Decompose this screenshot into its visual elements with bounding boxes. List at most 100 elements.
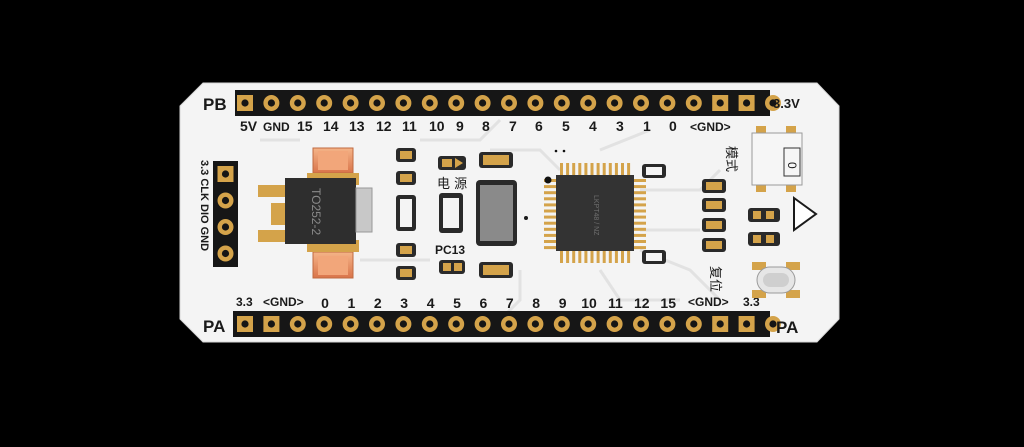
bottom-header-pin[interactable] [765,316,781,332]
top-header-pin-label: 6 [535,118,543,134]
bottom-header-pin-label: 3 [400,295,408,311]
top-header-voltage-label: 3.3V [773,96,800,111]
bottom-header-pin[interactable] [448,316,465,332]
mode-switch[interactable]: 0 [751,126,803,192]
crystal [476,152,528,278]
top-header-pin[interactable] [765,95,781,111]
bottom-header-pin-label: 1 [348,295,356,311]
bottom-header-gnd-left: <GND> [263,295,304,309]
bottom-header-pin-label: 8 [532,295,540,311]
capacitors-right [642,164,780,264]
bottom-header-pin[interactable] [712,316,729,332]
top-header-pin[interactable] [395,95,412,111]
bottom-header-pin[interactable] [369,316,385,332]
bottom-header-pin-label: 4 [427,295,435,311]
bottom-header-pin[interactable] [501,316,517,332]
voltage-regulator: TO252-2 [258,147,373,279]
bottom-header-pin[interactable] [685,316,702,332]
bottom-header-pin-label: 12 [634,295,650,311]
bottom-header-pin[interactable] [633,316,649,332]
top-header-pin-label: 5 [562,118,570,134]
bottom-header-pin[interactable] [606,316,623,332]
bottom-header-pin[interactable] [237,316,253,332]
bottom-header-pin[interactable] [580,316,597,332]
power-led-label: 电 源 [437,177,467,192]
top-header-pin-label: 4 [589,118,597,134]
mcu-marking: LKPT48 / NZ [592,195,599,236]
top-header-name: PB [203,95,227,114]
debug-header-pin[interactable] [217,192,234,209]
bottom-header-pin[interactable] [527,316,544,332]
debug-header-pin[interactable] [217,219,234,235]
top-header-pin-label: 3 [616,118,624,134]
user-led [439,260,465,274]
microcontroller: LKPT48 / NZ [544,149,646,263]
top-header-pin-label: <GND> [690,120,731,134]
debug-header-pin[interactable] [217,245,234,262]
top-header-pin[interactable] [685,95,702,111]
bottom-header-left-label: 3.3 [236,295,253,309]
top-header-pin[interactable] [342,95,359,111]
bottom-header-right-label: 3.3 [743,295,760,309]
top-header-pin-label: 10 [429,118,445,134]
top-header-pin[interactable] [527,95,544,111]
bottom-header-pin-label: 6 [480,295,488,311]
reset-button-label: 复位 [707,266,722,292]
bottom-header-pins [237,316,781,332]
top-header-pin[interactable] [501,95,517,111]
top-header-pin[interactable] [237,95,253,111]
top-header-pin-label: 11 [402,118,417,134]
bottom-header-pin[interactable] [395,316,412,332]
bottom-header-gnd-right: <GND> [688,295,729,309]
top-header-pin-label: 5V [240,118,258,134]
top-header-pin[interactable] [289,95,306,111]
top-header-pin[interactable] [712,95,729,111]
top-header-pin-label: 13 [349,118,365,134]
bottom-header-pin[interactable] [474,316,491,332]
top-header-pin[interactable] [606,95,623,111]
bottom-header-pin-label: 2 [374,295,382,311]
top-header-pin-label: 15 [297,118,313,134]
bottom-header-pin-label: 10 [581,295,597,311]
bottom-header-pin[interactable] [263,316,280,332]
top-header-pin[interactable] [369,95,385,111]
bottom-header-pin-label: 0 [321,295,329,311]
bottom-header-pin[interactable] [553,316,570,332]
switch-position-label: 0 [785,162,799,169]
top-header-pin[interactable] [659,95,676,111]
bottom-header-pin[interactable] [659,316,676,332]
power-led [438,156,466,170]
reset-button[interactable] [752,262,800,298]
bottom-header-pin[interactable] [421,316,438,332]
debug-header-pin[interactable] [217,166,234,182]
bottom-header-pin-label: 5 [453,295,461,311]
top-header-pin[interactable] [738,95,755,111]
bottom-header-pin[interactable] [342,316,359,332]
bottom-header-pin[interactable] [738,316,755,332]
bottom-header-pin-label: 11 [608,295,623,311]
bottom-header-name-right: PA [776,318,798,337]
top-header-pin-label: 9 [456,118,464,134]
bottom-header-pin-label: 15 [660,295,676,311]
bottom-header-pin[interactable] [316,316,333,332]
regulator-label: TO252-2 [309,188,323,235]
bottom-header-pin[interactable] [289,316,306,332]
top-header-pin[interactable] [421,95,438,111]
top-header-pin[interactable] [553,95,570,111]
user-led-label: PC13 [435,243,465,257]
top-header-pin[interactable] [474,95,491,111]
debug-header-pins [217,166,234,262]
top-header-pin[interactable] [448,95,465,111]
capacitors-left [396,148,416,280]
top-header-pin-label: 0 [669,118,677,134]
top-header-pins [237,95,781,111]
top-header-pin-label: GND [263,120,290,134]
top-header-pin[interactable] [580,95,597,111]
top-header-pin[interactable] [263,95,280,111]
top-header-pin[interactable] [316,95,333,111]
top-header-pin[interactable] [633,95,649,111]
top-header-pin-label: 8 [482,118,490,134]
